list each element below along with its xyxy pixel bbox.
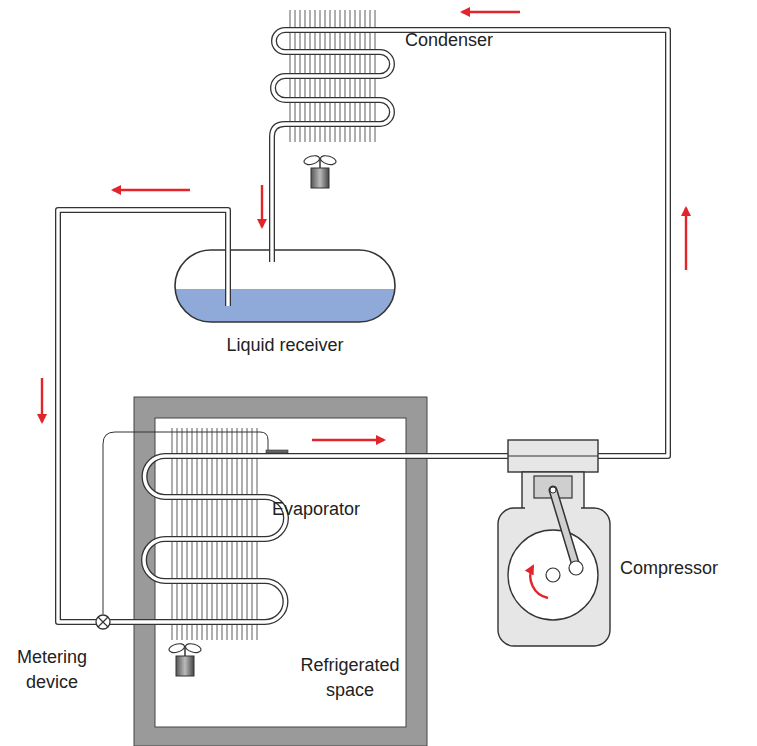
- illustration-part: [530, 566, 548, 598]
- illustration-part: [113, 189, 190, 191]
- illustration-part: [237, 428, 238, 640]
- fan-symbol: [303, 154, 337, 188]
- illustration-part: [462, 11, 520, 13]
- illustration-part: [247, 428, 248, 640]
- illustration-part: [685, 208, 687, 270]
- illustration-part: [197, 428, 198, 640]
- illustration-part: [41, 378, 43, 422]
- cabinet-wall: [134, 397, 427, 746]
- illustration-part: [525, 505, 581, 513]
- illustration-part: [319, 160, 321, 168]
- illustration-part: [217, 428, 218, 640]
- illustration-part: [272, 30, 668, 456]
- illustration-part: [184, 648, 186, 656]
- fan-symbol: [168, 642, 202, 676]
- illustration-part: [184, 642, 202, 654]
- illustration-part: [508, 530, 598, 620]
- illustration-part: [176, 656, 194, 676]
- component-label: Metering device: [2, 645, 102, 695]
- illustration-part: [187, 428, 188, 640]
- space-label: Refrigerated space: [290, 653, 410, 703]
- illustration-part: [553, 490, 576, 566]
- receiver-outline: [175, 250, 395, 322]
- sensing-bulb: [266, 450, 288, 453]
- illustration-part: [242, 428, 243, 640]
- illustration-part: [261, 185, 263, 227]
- illustration-part: [311, 168, 329, 188]
- illustration-part: [177, 428, 178, 640]
- illustration-part: [252, 428, 253, 640]
- illustration-part: [232, 428, 233, 640]
- illustration-part: [202, 428, 203, 640]
- illustration-part: [182, 428, 183, 640]
- illustration-part: [508, 456, 598, 457]
- illustration-part: [172, 428, 173, 640]
- illustration-part: [207, 428, 208, 640]
- illustration-part: [172, 10, 375, 640]
- capillary-tube: [103, 432, 268, 614]
- component-label: Condenser: [405, 28, 525, 53]
- receiver-liquid: [175, 289, 395, 322]
- refrigerant-pipe: [272, 30, 668, 456]
- illustration-part: [257, 428, 258, 640]
- illustration-part: [522, 472, 584, 512]
- illustration-part: [272, 30, 668, 456]
- component-label: Compressor: [620, 556, 750, 581]
- illustration-part: [508, 440, 598, 472]
- illustration-part: [319, 154, 337, 166]
- illustration-part: [192, 428, 193, 640]
- illustration-part: [553, 490, 576, 566]
- compressor-symbol: [498, 440, 610, 646]
- refrigerant-pipe: [58, 210, 508, 622]
- flow-arrows: [42, 12, 686, 440]
- refrigerated-space: Refrigerated space: [134, 397, 427, 746]
- metering-valve-cross: [98, 617, 108, 627]
- illustration-part: [168, 642, 186, 654]
- coil-fins: [172, 428, 257, 640]
- illustration-part: [227, 428, 228, 640]
- illustration-part: [569, 561, 583, 575]
- illustration-part: [303, 154, 321, 166]
- metering-valve: [96, 615, 110, 629]
- component-label: Evaporator: [272, 497, 392, 522]
- component-label: Liquid receiver: [205, 333, 365, 358]
- illustration-part: [546, 568, 560, 582]
- illustration-part: [498, 508, 610, 646]
- illustration-part: [222, 428, 223, 640]
- illustration-part: [312, 439, 384, 441]
- illustration-part: [168, 154, 337, 676]
- illustration-part: [212, 428, 213, 640]
- illustration-part: [58, 210, 508, 622]
- illustration-part: [550, 487, 556, 493]
- illustration-part: [58, 210, 508, 622]
